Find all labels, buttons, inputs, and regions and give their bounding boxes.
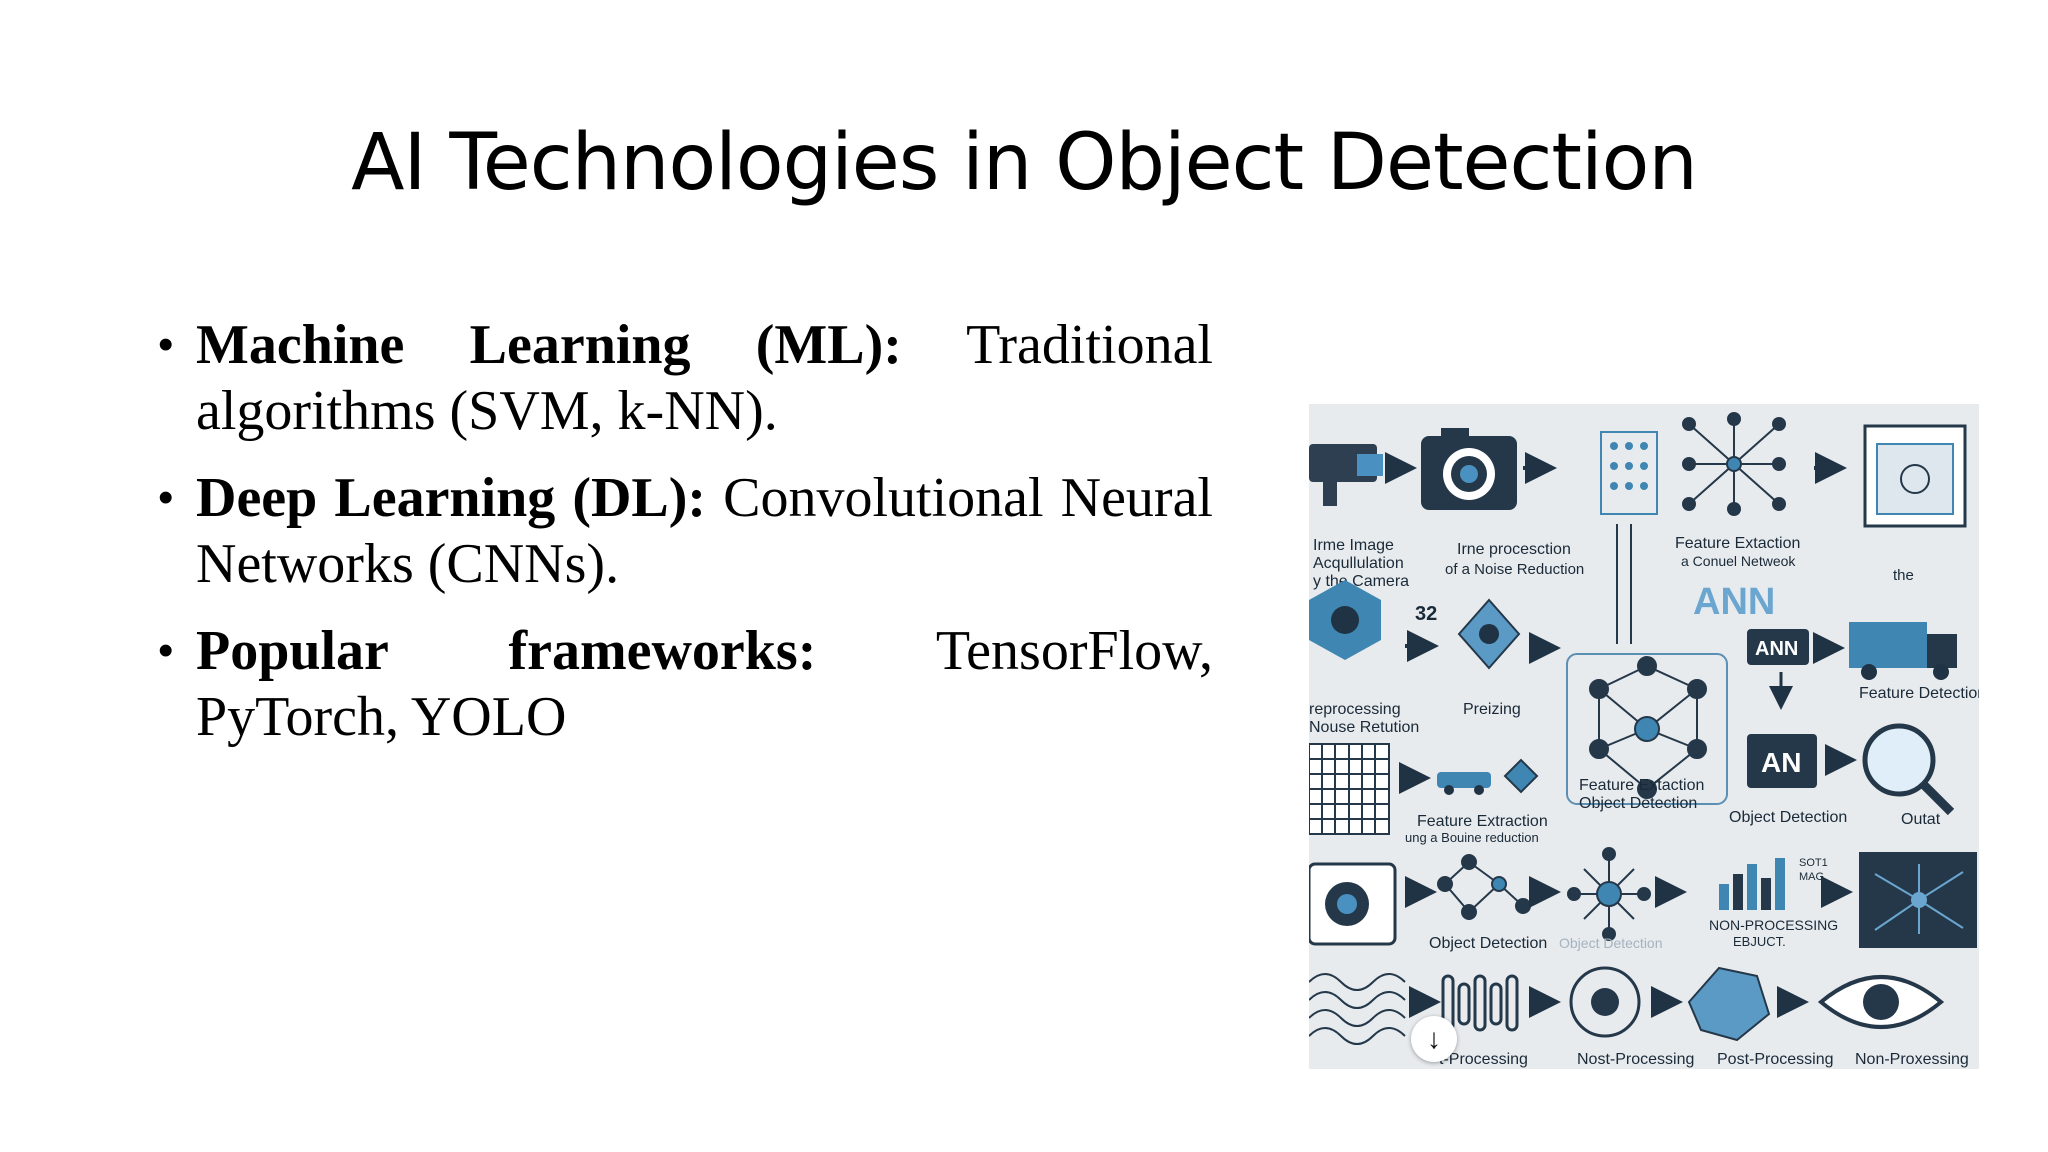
bullet-list: • Machine Learning (ML): Traditional alg… bbox=[158, 312, 1213, 771]
bullet-ml: • Machine Learning (ML): Traditional alg… bbox=[158, 312, 1213, 444]
cluster-icon bbox=[1567, 847, 1651, 941]
label-acquisition-1: Irme Image bbox=[1313, 537, 1394, 554]
label-object-detection-faint: Object Detection bbox=[1559, 935, 1663, 951]
polyhedron-icon bbox=[1687, 966, 1771, 1042]
label-output: Outat bbox=[1901, 811, 1941, 828]
sphere-node-icon bbox=[1569, 966, 1641, 1038]
label-bottom-4: Non-Proxessing bbox=[1855, 1051, 1969, 1068]
bullet-dot: • bbox=[158, 473, 174, 522]
filter-bank-icon bbox=[1441, 974, 1519, 1032]
slide-title: AI Technologies in Object Detection bbox=[351, 118, 1698, 208]
label-preprocessing-2: Nouse Retution bbox=[1309, 719, 1419, 736]
object-detection-illustration: Irme Image Acqullulation y the Camera Ir… bbox=[1309, 404, 1979, 1069]
label-processing-1: Irne procesction bbox=[1457, 541, 1571, 558]
label-bottom-1: t-Processing bbox=[1439, 1051, 1528, 1068]
bullet-text: Traditional algorithms (SVM, k-NN). bbox=[196, 314, 1213, 442]
label-feature-extraction-low-2: ung a Bouine reduction bbox=[1405, 830, 1539, 845]
grid-pattern-icon bbox=[1309, 743, 1390, 835]
neural-graph-icon bbox=[1682, 412, 1786, 516]
bullet-term: Deep Learning (DL): bbox=[196, 467, 707, 529]
magnifier-icon bbox=[1862, 723, 1955, 816]
label-preprocessing-1: reprocessing bbox=[1309, 701, 1401, 718]
label-acquisition-2: Acqullulation bbox=[1313, 555, 1404, 572]
label-ann-large: ANN bbox=[1693, 581, 1775, 623]
bar-chart-icon bbox=[1719, 858, 1785, 910]
bullet-dl: • Deep Learning (DL): Convolutional Neur… bbox=[158, 465, 1213, 597]
bullet-term: Machine Learning (ML): bbox=[196, 314, 902, 376]
illustration-canvas: Irme Image Acqullulation y the Camera Ir… bbox=[1309, 412, 1979, 1068]
label-object-detection-right: Object Detection bbox=[1729, 809, 1847, 826]
label-feature-extraction-mid-1: Feature Extaction bbox=[1579, 777, 1704, 794]
label-non-processing-1: NON-PROCESSING bbox=[1709, 917, 1838, 933]
download-button[interactable]: ↓ bbox=[1411, 1016, 1457, 1062]
an-box bbox=[1747, 734, 1817, 788]
cctv-camera-icon bbox=[1309, 444, 1383, 506]
label-an: AN bbox=[1761, 747, 1801, 778]
matrix-icon bbox=[1600, 431, 1658, 515]
label-feature-detection: Feature Detection bbox=[1859, 685, 1979, 702]
label-bottom-3: Post-Processing bbox=[1717, 1051, 1834, 1068]
label-bottom-2: Nost-Processing bbox=[1577, 1051, 1694, 1068]
label-feature-extraction-2: a Conuel Netweok bbox=[1681, 553, 1796, 569]
bullet-dot: • bbox=[158, 320, 174, 369]
label-the: the bbox=[1893, 567, 1914, 584]
monitor-icon bbox=[1309, 862, 1397, 946]
ann-box bbox=[1747, 629, 1809, 665]
diamond-icon bbox=[1503, 758, 1539, 794]
label-ann-box: ANN bbox=[1755, 638, 1798, 660]
label-feature-extraction-1: Feature Extaction bbox=[1675, 535, 1800, 552]
label-processing-2: of a Noise Reduction bbox=[1445, 561, 1584, 578]
network-panel-icon bbox=[1859, 852, 1977, 948]
small-network-icon bbox=[1437, 854, 1531, 920]
car-icon bbox=[1437, 772, 1491, 795]
label-feature-extraction-mid-2: Object Detection bbox=[1579, 795, 1697, 812]
camera-icon bbox=[1421, 428, 1517, 510]
label-non-processing-2: EBJUCT. bbox=[1733, 934, 1786, 949]
neural-network-frame bbox=[1566, 653, 1728, 805]
bullet-frameworks: • Popular frameworks: TensorFlow, PyTorc… bbox=[158, 618, 1213, 750]
label-object-detection-left: Object Detection bbox=[1429, 935, 1547, 952]
bullet-dot: • bbox=[158, 626, 174, 675]
label-bar-tag-2: MAG bbox=[1799, 871, 1824, 883]
wave-pattern-icon bbox=[1309, 973, 1406, 1045]
label-acquisition-3: y the Camera bbox=[1313, 573, 1409, 590]
label-32: 32 bbox=[1415, 603, 1437, 625]
hexagon-core-icon bbox=[1331, 606, 1359, 634]
bullet-text: TensorFlow, PyTorch, YOLO bbox=[196, 620, 1213, 748]
label-bar-tag-1: SOT1 bbox=[1799, 857, 1828, 869]
label-feature-extraction-low-1: Feature Extraction bbox=[1417, 813, 1548, 830]
neural-network-icon bbox=[1589, 656, 1707, 799]
bullet-text: Convolutional Neural Networks (CNNs). bbox=[196, 467, 1213, 595]
bullet-term: Popular frameworks: bbox=[196, 620, 817, 682]
eye-icon bbox=[1817, 975, 1945, 1029]
document-icon bbox=[1863, 424, 1967, 528]
truck-icon bbox=[1849, 622, 1957, 680]
label-presizing: Preizing bbox=[1463, 701, 1521, 718]
